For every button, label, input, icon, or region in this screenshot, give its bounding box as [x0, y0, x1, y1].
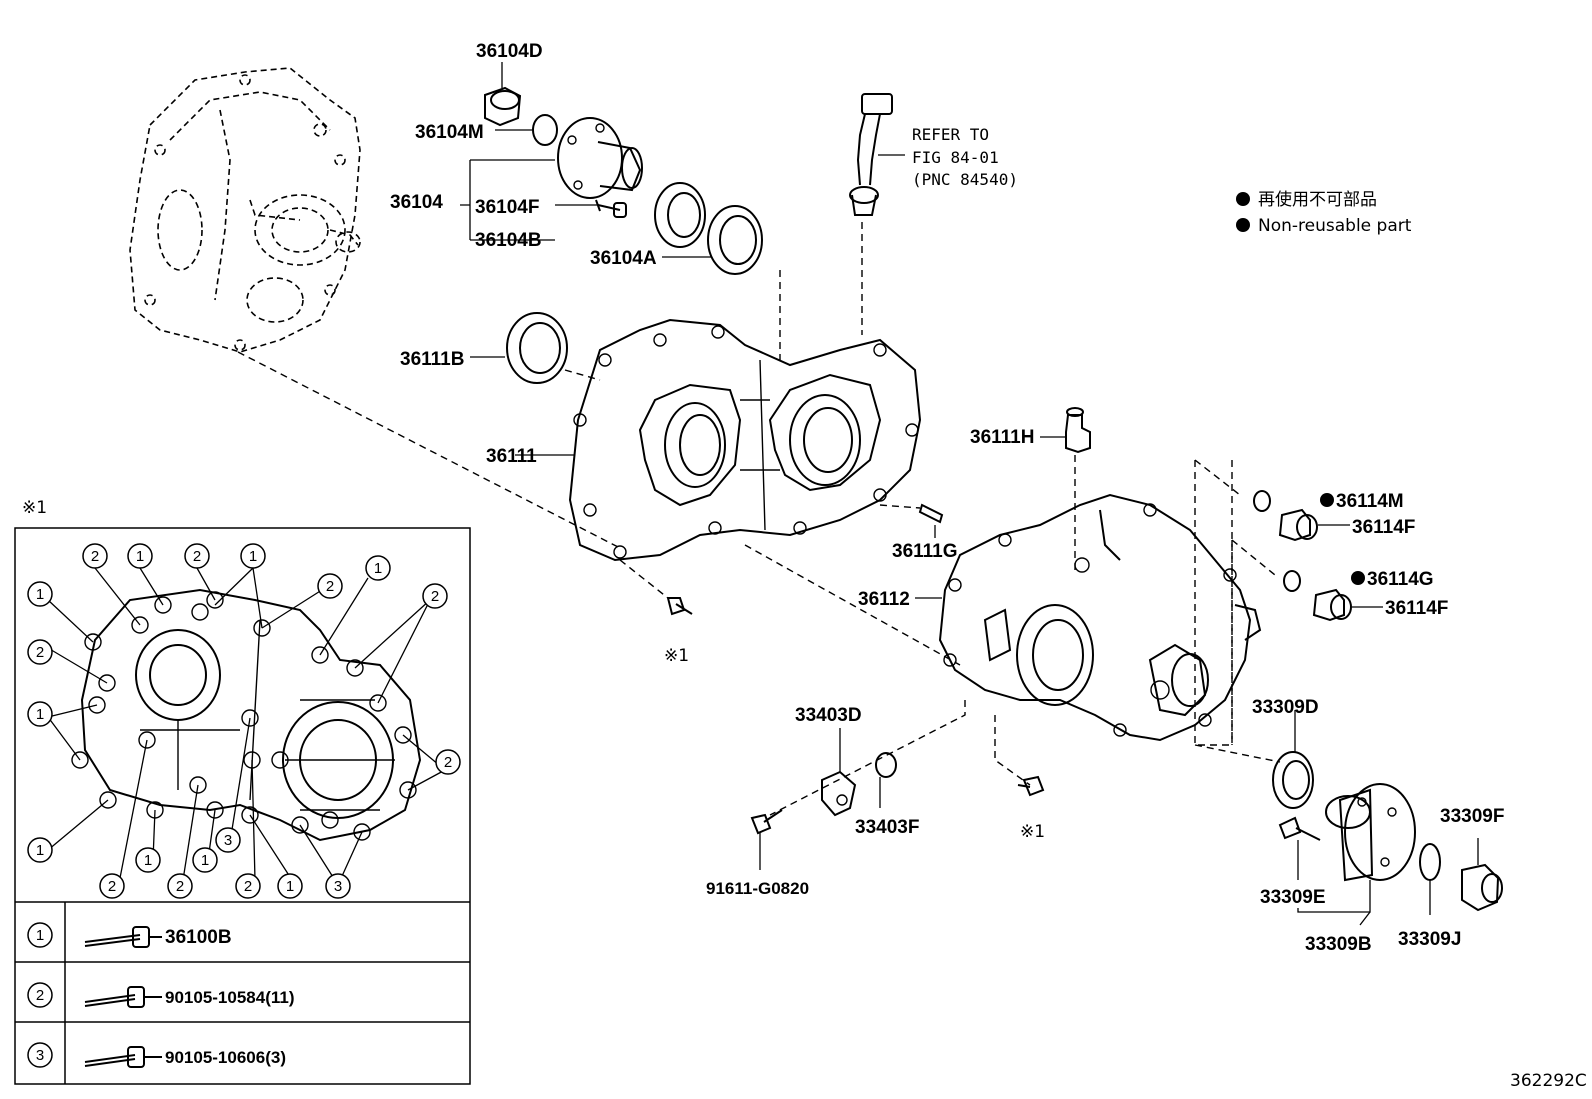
- part-33403F-oring: [875, 752, 897, 778]
- svg-text:2: 2: [36, 644, 44, 661]
- part-36114F-plug-a: [1278, 508, 1318, 542]
- svg-text:1: 1: [249, 548, 257, 565]
- part-33309E-bolt: [1278, 816, 1321, 841]
- inset-callouts: 2 1 2 1 2 1 2 1 2 1 1 2 2 1 2 1 3 2 1 3: [27, 543, 461, 899]
- bolt-mark-label-a: ※1: [664, 646, 689, 666]
- bolt-table-num-2: 2: [36, 987, 44, 1004]
- label-36104M: 36104M: [415, 122, 484, 143]
- label-36104A: 36104A: [590, 248, 657, 269]
- bolt-mark-label-b: ※1: [1020, 822, 1045, 842]
- part-36114G-oring: [1283, 570, 1301, 592]
- svg-text:3: 3: [224, 832, 232, 849]
- part-36104F-bolt: [595, 199, 627, 218]
- label-33403D: 33403D: [795, 705, 862, 726]
- label-33309E: 33309E: [1260, 887, 1326, 908]
- part-36104-flange: [557, 117, 643, 199]
- svg-text:1: 1: [374, 560, 382, 577]
- svg-text:1: 1: [201, 852, 209, 869]
- svg-text:2: 2: [431, 588, 439, 605]
- part-36111-case: [568, 318, 922, 562]
- label-36111: 36111: [486, 446, 537, 467]
- part-36111G-pin: [918, 503, 944, 524]
- bolt-mark-1a: [666, 597, 693, 616]
- part-91611-bolt: [750, 809, 783, 835]
- label-36111G: 36111G: [892, 541, 958, 562]
- svg-text:2: 2: [444, 754, 452, 771]
- sensor-harness: [849, 93, 893, 216]
- label-36104: 36104: [390, 192, 443, 213]
- label-36104B: 36104B: [475, 230, 542, 251]
- part-33309F-nut: [1461, 863, 1503, 912]
- svg-text:1: 1: [136, 548, 144, 565]
- part-36111H-fitting: [1065, 407, 1091, 454]
- part-36104M: [532, 114, 558, 146]
- label-36114G: 36114G: [1367, 569, 1434, 590]
- part-33309B-flange: [1325, 783, 1416, 882]
- bolt-mark-1b: [1017, 775, 1045, 797]
- label-36104F: 36104F: [475, 197, 539, 218]
- label-33309B: 33309B: [1305, 934, 1372, 955]
- bolt-table-part-2: 90105-10584(11): [165, 988, 295, 1007]
- refer-line-2: FIG 84-01: [912, 148, 999, 167]
- refer-line-3: (PNC 84540): [912, 170, 1018, 189]
- label-33309F: 33309F: [1440, 806, 1504, 827]
- svg-text:2: 2: [108, 878, 116, 895]
- label-33403F: 33403F: [855, 817, 919, 838]
- label-36114M: 36114M: [1336, 491, 1404, 512]
- label-36111H: 36111H: [970, 427, 1034, 448]
- part-36104B-seal: [654, 182, 706, 248]
- label-36111B: 36111B: [400, 349, 464, 370]
- part-36114F-plug-b: [1312, 588, 1352, 622]
- part-36114M-oring: [1253, 490, 1271, 512]
- nonreusable-dot-36114G: [1351, 571, 1365, 585]
- legend-japanese: 再使用不可部品: [1258, 189, 1377, 210]
- part-33309D-seal: [1272, 751, 1314, 809]
- part-33309J-oring: [1419, 843, 1441, 881]
- bolt-table-row-1: 1 36100B: [27, 922, 232, 948]
- svg-text:2: 2: [244, 878, 252, 895]
- part-36112-case: [938, 493, 1262, 742]
- bolt-table-bolts: [84, 926, 162, 1068]
- inset-box: [14, 527, 471, 1085]
- bolt-table-part-3: 90105-10606(3): [165, 1048, 286, 1067]
- refer-line-1: REFER TO: [912, 125, 989, 144]
- part-36104D: [484, 86, 522, 127]
- svg-text:2: 2: [326, 578, 334, 595]
- svg-text:1: 1: [144, 852, 152, 869]
- label-91611-G0820: 91611-G0820: [706, 879, 809, 898]
- svg-text:1: 1: [36, 586, 44, 603]
- label-36104D: 36104D: [476, 41, 543, 62]
- label-36114F-a: 36114F: [1352, 517, 1415, 538]
- svg-text:2: 2: [91, 548, 99, 565]
- legend-english: Non-reusable part: [1258, 216, 1412, 236]
- svg-text:1: 1: [286, 878, 294, 895]
- label-33309J: 33309J: [1398, 929, 1461, 950]
- part-36104A-seal: [707, 205, 763, 275]
- legend-dot-en: [1236, 218, 1250, 232]
- bolt-table-num-1: 1: [36, 927, 44, 944]
- svg-text:1: 1: [36, 706, 44, 723]
- svg-text:1: 1: [36, 842, 44, 859]
- diagram-ref-code: 362292C: [1510, 1071, 1587, 1091]
- nonreusable-dot-36114M: [1320, 493, 1334, 507]
- svg-text:2: 2: [193, 548, 201, 565]
- label-36114F-b: 36114F: [1385, 598, 1448, 619]
- legend-dot-jp: [1236, 192, 1250, 206]
- bolt-table-part-1: 36100B: [165, 927, 232, 948]
- bolt-table-num-3: 3: [36, 1047, 44, 1064]
- label-36112: 36112: [858, 589, 910, 610]
- label-33309D: 33309D: [1252, 697, 1319, 718]
- part-33403D-sensor-clip: [821, 770, 857, 817]
- inset-mark: ※1: [22, 498, 47, 518]
- part-36111B-seal: [506, 312, 568, 384]
- ghost-transaxle: [129, 67, 361, 353]
- svg-text:2: 2: [176, 878, 184, 895]
- bolt-table-row-3: 3 90105-10606(3): [27, 1042, 286, 1068]
- bolt-table-row-2: 2 90105-10584(11): [27, 982, 295, 1008]
- svg-text:3: 3: [334, 878, 342, 895]
